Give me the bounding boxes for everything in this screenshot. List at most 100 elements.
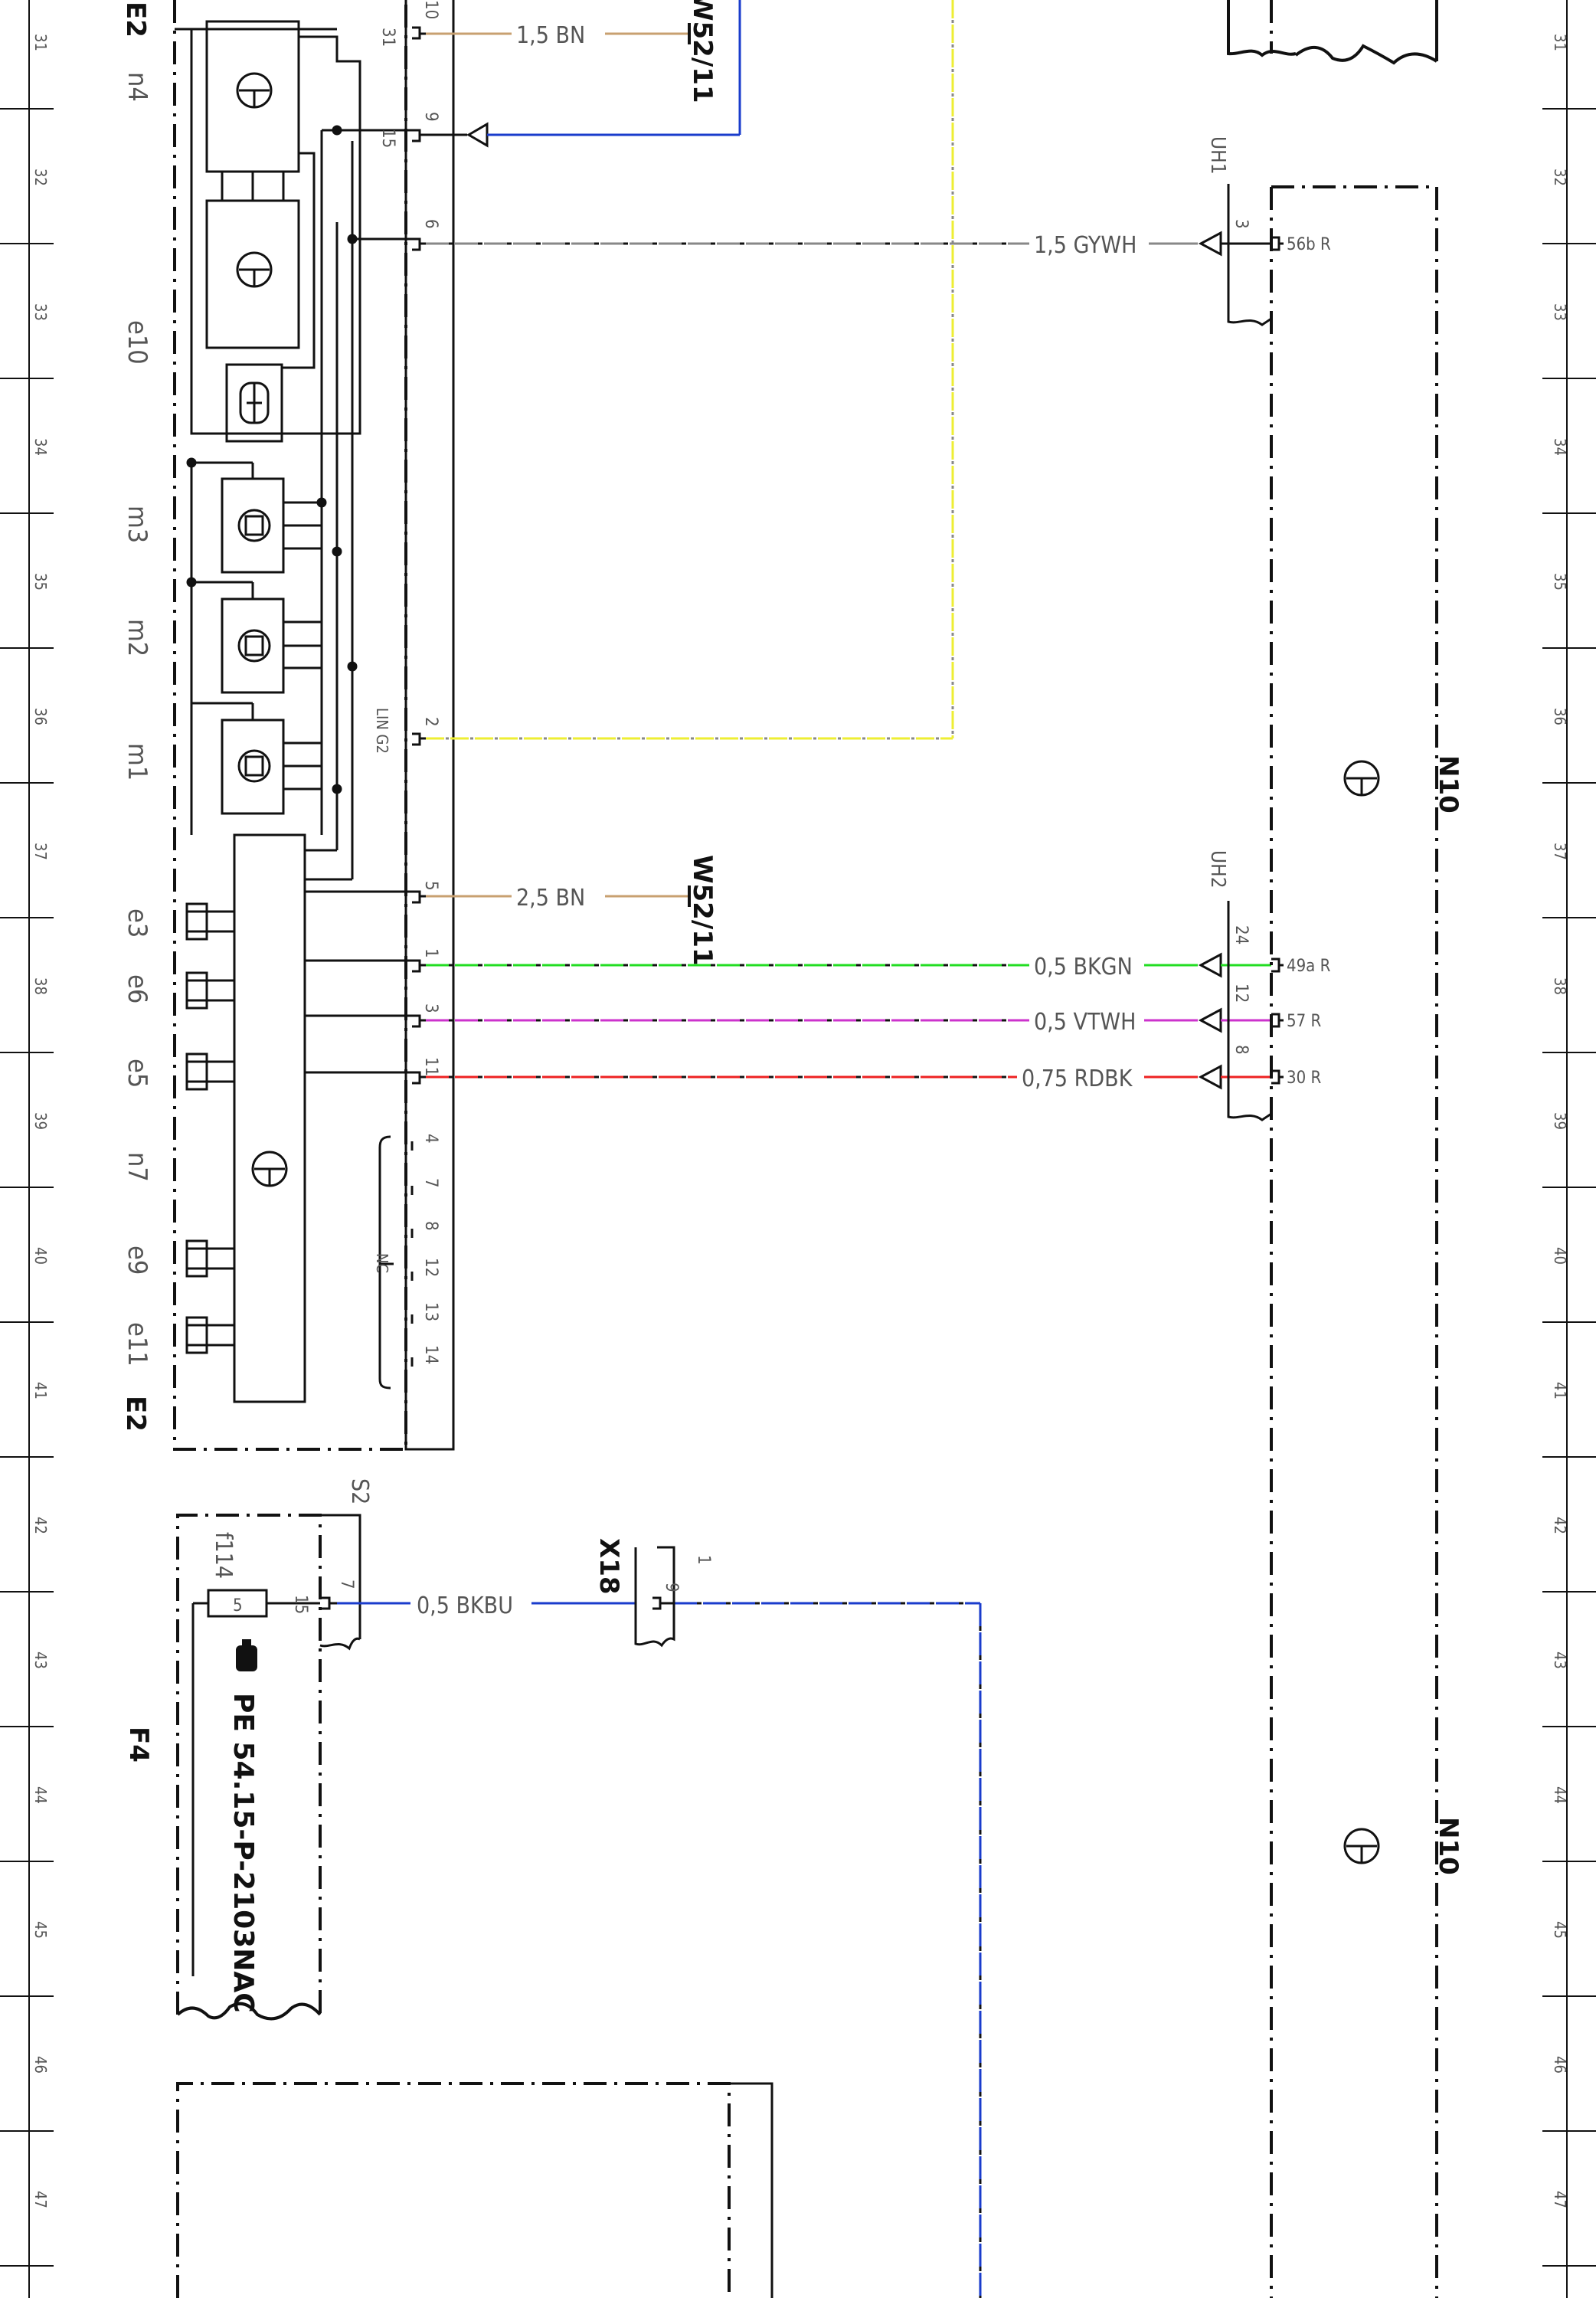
pin-number: 15 bbox=[378, 129, 397, 148]
pin-number: 9 bbox=[662, 1583, 681, 1593]
grid-number: 37 bbox=[31, 843, 50, 860]
grid-number: 46 bbox=[1551, 2056, 1569, 2074]
right-ruler bbox=[1542, 0, 1596, 2298]
pin-number: 24 bbox=[1231, 925, 1251, 944]
wire-label: 0,75 RDBK bbox=[1022, 1066, 1133, 1092]
terminal-label: 49a R bbox=[1287, 957, 1331, 976]
e2-label-bottom: E2 bbox=[120, 1396, 151, 1432]
f4-label: F4 bbox=[123, 1727, 154, 1763]
grid-number: 35 bbox=[31, 573, 50, 591]
grid-number: 37 bbox=[1551, 843, 1569, 860]
m1-label: m1 bbox=[122, 743, 152, 781]
grid-number: 36 bbox=[1551, 708, 1569, 725]
e2-label-top: E2 bbox=[120, 2, 151, 38]
wire-1-5-bn-top bbox=[426, 23, 691, 44]
terminal-label: 56b R bbox=[1287, 235, 1331, 254]
uh2-connector bbox=[1227, 901, 1284, 1121]
s2-connector bbox=[319, 1514, 361, 1651]
wire-bkbu bbox=[337, 1602, 982, 2298]
grid-number: 47 bbox=[1551, 2191, 1569, 2208]
pin-number: 10 bbox=[421, 0, 440, 19]
pin-number: 12 bbox=[1231, 984, 1251, 1003]
grid-number: 34 bbox=[31, 438, 50, 456]
n7-label: n7 bbox=[122, 1152, 152, 1182]
pin-number: 8 bbox=[1231, 1045, 1251, 1055]
pin-number: 13 bbox=[421, 1302, 440, 1321]
e2-enclosure bbox=[173, 0, 455, 1451]
pin-number: 4 bbox=[421, 1134, 440, 1144]
pin-number: 2 bbox=[421, 717, 440, 727]
hand-pointer-icon bbox=[236, 1639, 257, 1671]
grid-number: 39 bbox=[1551, 1112, 1569, 1130]
bottom-enclosure bbox=[176, 2082, 773, 2298]
pin-number: 7 bbox=[421, 1178, 440, 1188]
x18-connector bbox=[634, 1546, 675, 1648]
s2-label: S2 bbox=[346, 1478, 373, 1504]
n10-label-b: N10 bbox=[1433, 1817, 1464, 1875]
grid-number: 45 bbox=[31, 1921, 50, 1939]
pin-number: 11 bbox=[421, 1057, 440, 1076]
wire-label: 1,5 BN bbox=[516, 22, 585, 49]
pin-number: 15 bbox=[291, 1595, 310, 1614]
lower-controller bbox=[233, 833, 420, 1403]
grid-number: 44 bbox=[31, 1786, 50, 1804]
grid-number: 31 bbox=[31, 34, 50, 51]
grid-number: 40 bbox=[1551, 1247, 1569, 1265]
grid-number: 44 bbox=[1551, 1786, 1569, 1804]
n4-module bbox=[175, 20, 361, 443]
reference-doc: PE 54.15-P-2103NAC bbox=[227, 1693, 259, 2013]
pin-number: 1 bbox=[421, 948, 440, 958]
uh2-label: UH2 bbox=[1206, 850, 1229, 889]
grid-number: 34 bbox=[1551, 438, 1569, 456]
f4-enclosure bbox=[176, 1514, 322, 2021]
terminal-label: 57 R bbox=[1287, 1012, 1321, 1031]
left-grid-numbers: 31 32 33 34 35 36 37 38 39 40 41 42 43 4… bbox=[31, 34, 50, 2208]
internal-bus-wires bbox=[186, 125, 420, 879]
nc-pin-numbers: 4 7 8 12 13 14 bbox=[421, 1134, 440, 1364]
wire-label: 0,5 BKBU bbox=[417, 1593, 513, 1619]
n10-transistor-symbols bbox=[1343, 760, 1380, 1864]
grid-number: 35 bbox=[1551, 573, 1569, 591]
e5-label: e5 bbox=[122, 1059, 152, 1088]
e9-label: e9 bbox=[122, 1246, 152, 1275]
wire-label: 1,5 GYWH bbox=[1034, 232, 1136, 259]
pin-number: 5 bbox=[421, 881, 440, 891]
fuse-f114 bbox=[191, 1589, 320, 1976]
pin-number: 7 bbox=[337, 1579, 356, 1589]
grid-number: 43 bbox=[1551, 1651, 1569, 1669]
right-grid-numbers: 31 32 33 34 35 36 37 38 39 40 41 42 43 4… bbox=[1551, 34, 1569, 2208]
pin-number: 3 bbox=[1231, 219, 1251, 229]
grid-number: 40 bbox=[31, 1247, 50, 1265]
grid-number: 36 bbox=[31, 708, 50, 725]
e2-pin-markers bbox=[412, 26, 426, 1085]
wire-lin-yellow bbox=[426, 0, 954, 740]
pin-number: 8 bbox=[421, 1221, 440, 1231]
grid-number: 38 bbox=[1551, 977, 1569, 995]
grid-number: 33 bbox=[31, 303, 50, 321]
wire-bkgn bbox=[426, 952, 1271, 978]
grid-number: 33 bbox=[1551, 303, 1569, 321]
pin-number: 9 bbox=[421, 112, 440, 122]
n4-label: n4 bbox=[122, 72, 152, 102]
wire-vtwh bbox=[426, 1007, 1271, 1033]
grid-number: 42 bbox=[31, 1517, 50, 1534]
w52-label-mid: W52/11 bbox=[687, 855, 718, 966]
wire-gywh bbox=[426, 231, 1271, 257]
wire-label: 2,5 BN bbox=[516, 885, 585, 912]
grid-number: 32 bbox=[31, 169, 50, 186]
terminal-label: 30 R bbox=[1287, 1069, 1321, 1088]
wire-rdbk bbox=[426, 1064, 1271, 1090]
grid-number: 38 bbox=[31, 977, 50, 995]
grid-number: 46 bbox=[31, 2056, 50, 2074]
wire-label: 0,5 VTWH bbox=[1034, 1009, 1136, 1036]
pin-number: 6 bbox=[421, 219, 440, 229]
uh1-connector bbox=[1227, 184, 1284, 326]
pin-number: 31 bbox=[378, 28, 397, 47]
e11-label: e11 bbox=[122, 1322, 152, 1367]
pin-number: 14 bbox=[421, 1345, 440, 1364]
n10-label-a: N10 bbox=[1433, 755, 1464, 813]
m3-label: m3 bbox=[122, 506, 152, 543]
grid-number: 32 bbox=[1551, 169, 1569, 186]
motor-m3 bbox=[221, 477, 322, 574]
